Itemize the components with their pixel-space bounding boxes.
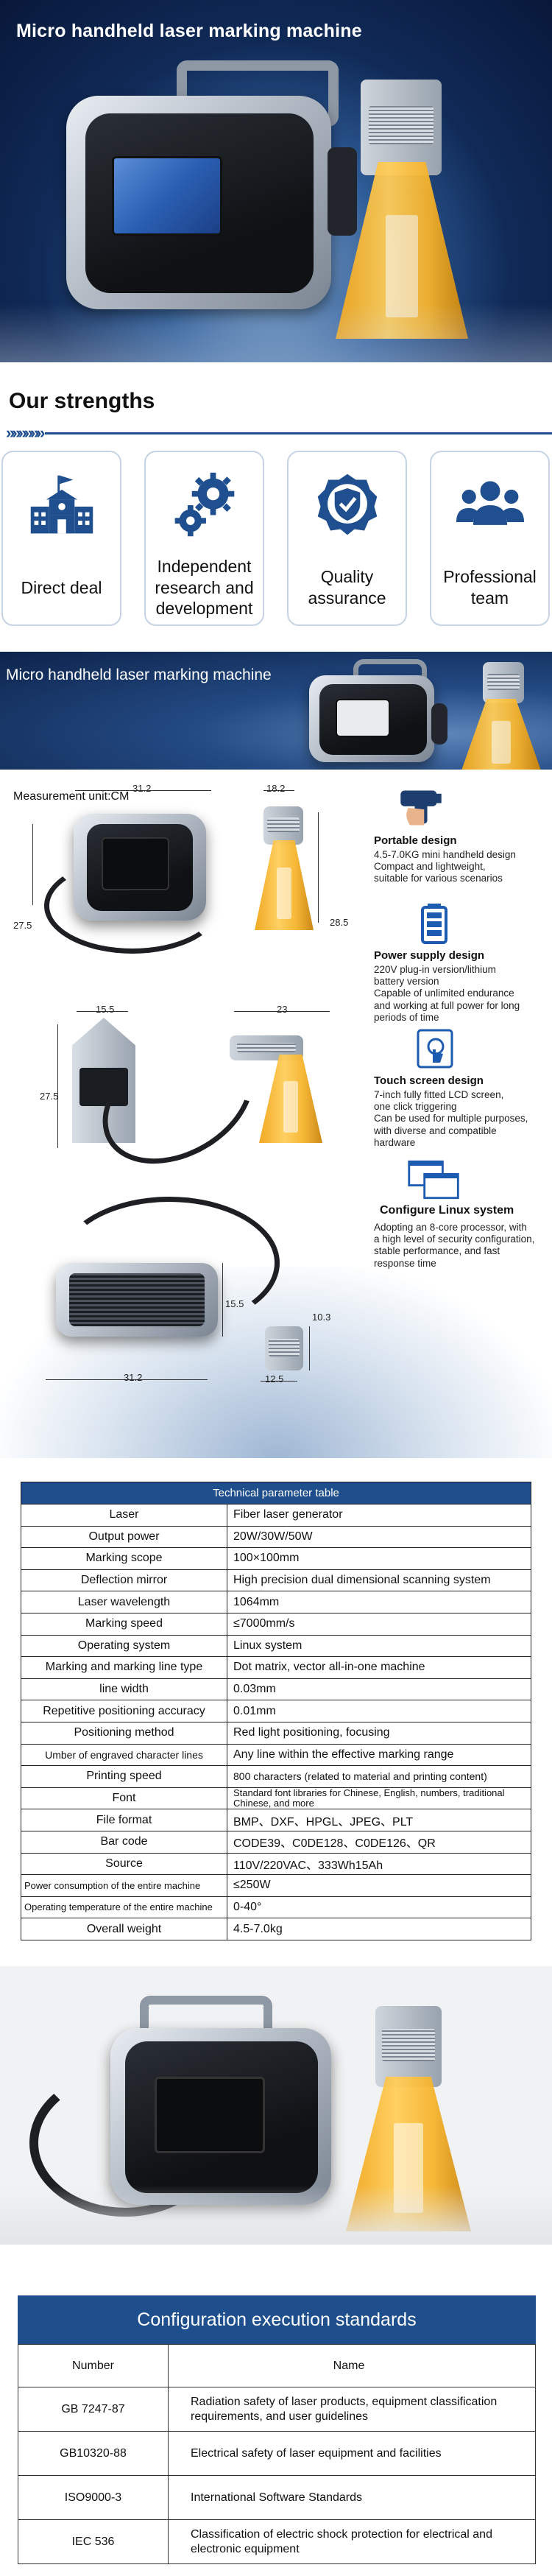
feature-power: Power supply design 220V plug-in version… (374, 949, 520, 1023)
battery-icon (421, 904, 447, 944)
dim-front-height: 27.5 (13, 920, 32, 931)
hero-glow (0, 303, 552, 362)
hero-title: Micro handheld laser marking machine (16, 21, 362, 41)
dim-top-width: 31.2 (124, 1372, 143, 1383)
dim-side-width: 15.5 (96, 1004, 115, 1015)
product-photo (0, 1966, 552, 2245)
dim-top-head-depth: 10.3 (312, 1312, 331, 1323)
gears-icon (174, 472, 234, 537)
building-flag-icon (30, 475, 93, 534)
dim-front-width: 31.2 (132, 783, 152, 794)
dim-top-head-width: 12.5 (265, 1373, 284, 1384)
hand-gun-icon (400, 790, 442, 826)
top-view-image (44, 1197, 353, 1370)
hero-machine-image (66, 52, 508, 346)
dim-head-width: 18.2 (266, 783, 286, 794)
measurement-unit: Measurement unit:CM (13, 790, 130, 803)
strengths-title: Our strengths (9, 389, 155, 413)
strength-label: Independent research and development (155, 556, 254, 619)
hero-banner: Micro handheld laser marking machine (0, 0, 552, 362)
table-row: Marking speed≤7000mm/s (21, 1612, 531, 1636)
strength-label: Quality assurance (308, 567, 386, 608)
chevrons-icon: »»»»»» (6, 423, 45, 442)
dim-side-head: 23 (277, 1004, 288, 1015)
strength-card-direct-deal: Direct deal (1, 451, 121, 626)
feature-linux: Configure Linux system Adopting an 8-cor… (374, 1204, 535, 1269)
hero-touchscreen (112, 156, 222, 236)
front-view-image (44, 814, 287, 954)
banner-title: Micro handheld laser marking machine (6, 666, 272, 683)
strength-card-quality: Quality assurance (287, 451, 407, 626)
feature-portable: Portable design 4.5-7.0KG mini handheld … (374, 834, 516, 884)
dim-head-height: 28.5 (330, 917, 349, 928)
product-banner: Micro handheld laser marking machine (0, 652, 552, 770)
measurement-section: Measurement unit:CM 31.2 27.5 18.2 28.5 … (0, 770, 552, 1458)
table-row: Power consumption of the entire machine≤… (21, 1874, 531, 1897)
feature-touchscreen: Touch screen design 7-inch fully fitted … (374, 1074, 528, 1148)
quality-badge-icon (317, 474, 377, 535)
touch-screen-icon (417, 1029, 453, 1069)
windows-icon (408, 1160, 459, 1200)
config-title: Configuration execution standards (18, 2295, 536, 2344)
table-header-row: Number Name (18, 2344, 536, 2387)
product-photo-machine (29, 1996, 515, 2239)
strength-label: Direct deal (21, 577, 102, 597)
banner-machine-image (309, 659, 545, 770)
head-view-image (250, 806, 316, 932)
strengths-divider: »»»»»» (0, 423, 552, 442)
strength-label: Professional team (443, 567, 537, 608)
table-row: Operating temperature of the entire mach… (21, 1896, 531, 1919)
team-people-icon (456, 481, 524, 525)
strength-card-research: Independent research and development (144, 451, 264, 626)
side-view-image (68, 1013, 347, 1189)
dim-top-depth: 15.5 (225, 1298, 244, 1309)
table-title: Technical parameter table (21, 1482, 531, 1505)
strength-card-team: Professional team (430, 451, 550, 626)
dim-side-height: 27.5 (40, 1091, 59, 1102)
